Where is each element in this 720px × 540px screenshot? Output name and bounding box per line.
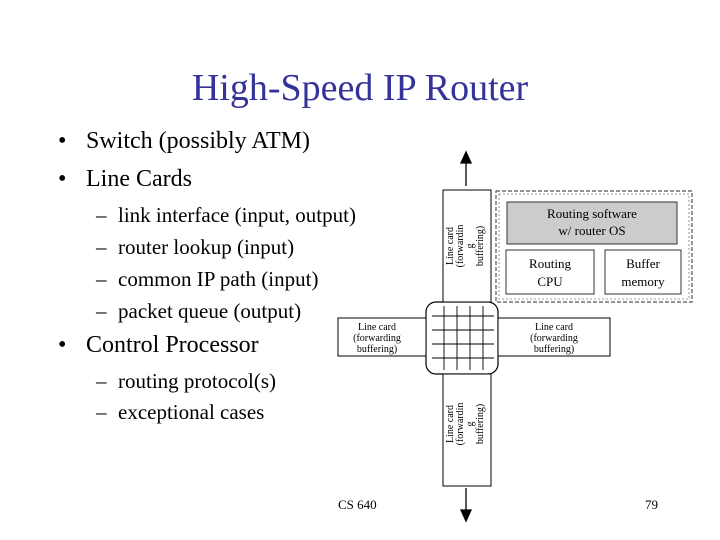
sub-bullet: –link interface (input, output) xyxy=(96,203,356,227)
routing-cpu-label: CPU xyxy=(537,274,563,289)
line-card-left-label: (forwarding xyxy=(353,333,401,344)
line-card-top-label: (forwardin xyxy=(455,225,466,268)
slide-title: High-Speed IP Router xyxy=(191,67,529,109)
bullet-line-cards: •Line Cards xyxy=(58,166,192,192)
line-card-bottom-label: g xyxy=(465,422,476,427)
control-processor-box xyxy=(495,190,693,303)
routing-software-box xyxy=(506,201,678,245)
routing-cpu-label: Routing xyxy=(529,256,571,271)
line-card-top-label: buffering) xyxy=(475,226,486,266)
line-card-left-label: Line card xyxy=(358,322,396,333)
line-card-right xyxy=(497,317,611,357)
sub-bullet: –router lookup (input) xyxy=(96,235,295,259)
sub-bullet: –packet queue (output) xyxy=(96,299,302,323)
switch-fabric-grid xyxy=(432,306,494,370)
line-card-right-label: (forwarding xyxy=(530,333,578,344)
line-card-top-label: Line card xyxy=(445,227,456,265)
control-processor-inner-box xyxy=(498,193,690,300)
sub-bullet: –common IP path (input) xyxy=(96,267,319,291)
line-card-top xyxy=(442,189,492,303)
footer-page-number: 79 xyxy=(645,497,658,512)
line-card-top-label: g xyxy=(465,244,476,249)
switch-fabric xyxy=(425,301,499,375)
buffer-memory-label: memory xyxy=(621,274,665,289)
routing-software-label: w/ router OS xyxy=(558,223,625,238)
line-card-bottom-label: buffering) xyxy=(475,404,486,444)
line-card-right-label: buffering) xyxy=(534,344,574,355)
line-card-left xyxy=(337,317,427,357)
buffer-memory-label: Buffer xyxy=(626,256,660,271)
sub-bullet: –routing protocol(s) xyxy=(96,369,277,393)
sub-bullet: –exceptional cases xyxy=(96,400,265,424)
routing-cpu-box xyxy=(505,249,595,295)
line-card-left-label: buffering) xyxy=(357,344,397,355)
line-card-bottom-label: Line card xyxy=(445,405,456,443)
routing-software-label: Routing software xyxy=(547,206,637,221)
bullet-switch: •Switch (possibly ATM) xyxy=(58,128,311,154)
top-arrow-head xyxy=(459,150,473,164)
line-card-right-label: Line card xyxy=(535,322,573,333)
bullet-control-processor: •Control Processor xyxy=(58,332,259,358)
footer-course: CS 640 xyxy=(338,497,377,512)
bottom-arrow-head xyxy=(459,509,473,523)
line-card-bottom-label: (forwardin xyxy=(455,403,466,446)
line-card-bottom xyxy=(442,373,492,487)
buffer-memory-box xyxy=(604,249,682,295)
